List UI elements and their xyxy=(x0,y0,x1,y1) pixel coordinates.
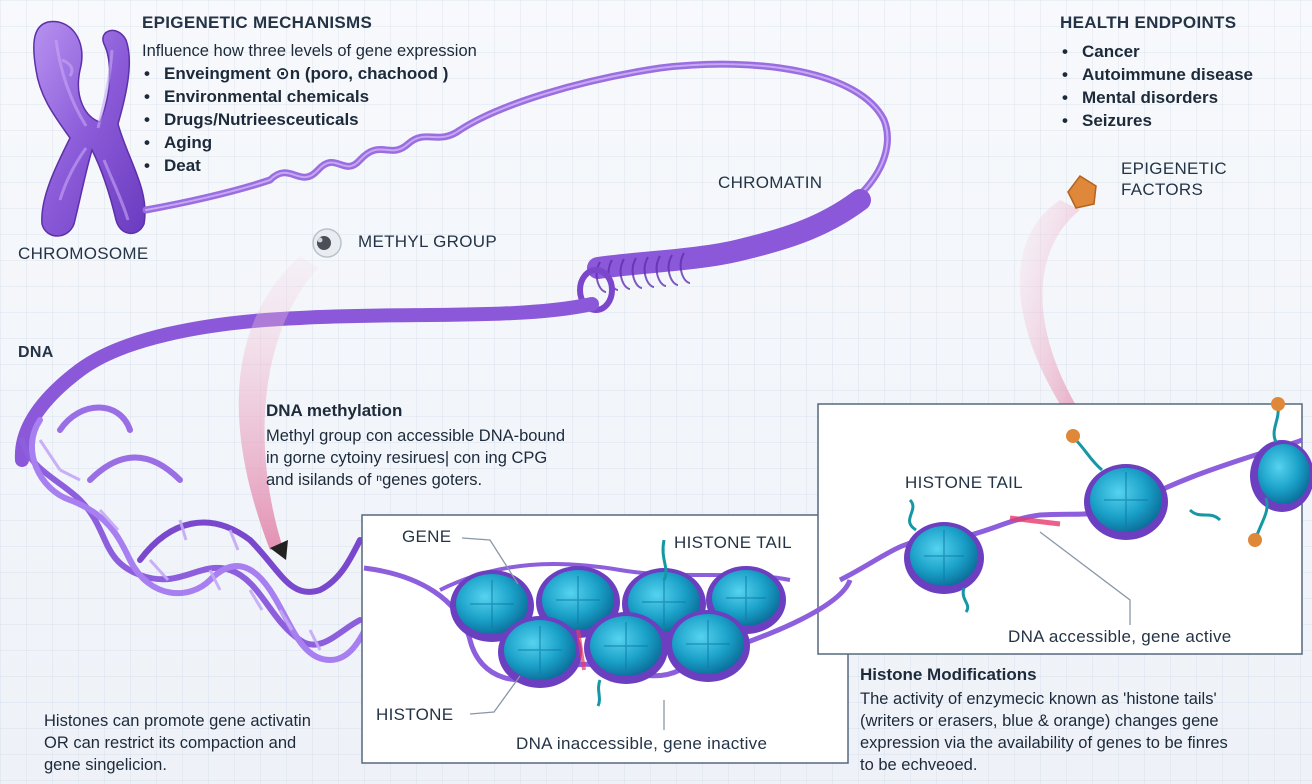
histone-cluster-compact xyxy=(450,539,786,707)
mechanisms-intro: Influence how three levels of gene expre… xyxy=(142,42,477,60)
mechanisms-list: Enveingment ⊙n (poro, chachood ) Environ… xyxy=(142,62,448,177)
list-item: Seizures xyxy=(1060,109,1253,132)
health-list: Cancer Autoimmune disease Mental disorde… xyxy=(1060,40,1253,132)
list-item: Enveingment ⊙n (poro, chachood ) xyxy=(142,62,448,85)
list-item: Mental disorders xyxy=(1060,86,1253,109)
methyl-group-molecule xyxy=(312,228,342,258)
gene-label: GENE xyxy=(402,527,452,546)
histone-label: HISTONE xyxy=(376,705,454,724)
dna-inaccessible-label: DNA inaccessible, gene inactive xyxy=(516,734,768,753)
list-item: Autoimmune disease xyxy=(1060,63,1253,86)
histones-note-line: gene singelicion. xyxy=(44,756,167,774)
histone-mods-line: (writers or erasers, blue & orange) chan… xyxy=(860,712,1219,730)
methylation-line: and isilands of ⁿgenes goters. xyxy=(266,471,483,489)
list-item: Deat xyxy=(142,154,448,177)
histone-mods-title: Histone Modifications xyxy=(860,665,1037,684)
histone-tail-label-right: HISTONE TAIL xyxy=(905,473,1023,492)
dna-accessible-label: DNA accessible, gene active xyxy=(1008,627,1232,646)
dna-label: DNA xyxy=(18,344,54,361)
mechanisms-title: EPIGENETIC MECHANISMS xyxy=(142,13,373,32)
histone-mods-line: to be echveoed. xyxy=(860,756,978,774)
methyl-group-label: METHYL GROUP xyxy=(358,232,497,251)
methylation-line: in gorne cytoiny resirues| con ing CPG xyxy=(266,449,548,467)
histones-note: Histones can promote gene activatin OR c… xyxy=(44,710,311,776)
methylation-line: Methyl group con accessible DNA-bound xyxy=(266,427,565,445)
epigenetic-factors-label-line1: EPIGENETIC xyxy=(1121,159,1227,178)
methylation-text: Methyl group con accessible DNA-bound in… xyxy=(266,425,565,491)
chromosome-label: CHROMOSOME xyxy=(18,244,149,263)
histones-note-line: Histones can promote gene activatin xyxy=(44,712,311,730)
dna-helix xyxy=(19,404,373,664)
list-item: Drugs/Nutrieesceuticals xyxy=(142,108,448,131)
list-item: Aging xyxy=(142,131,448,154)
list-item: Cancer xyxy=(1060,40,1253,63)
histone-mods-line: expression via the availability of genes… xyxy=(860,734,1228,752)
methylation-title: DNA methylation xyxy=(266,401,403,420)
chromosome-shape xyxy=(33,20,146,237)
histone-mods-text: The activity of enzymecic known as 'hist… xyxy=(860,688,1228,776)
health-title: HEALTH ENDPOINTS xyxy=(1060,13,1237,32)
histone-tail-label-left: HISTONE TAIL xyxy=(674,533,792,552)
chromatin-label: CHROMATIN xyxy=(718,173,823,192)
epigenetic-factors-label-line2: FACTORS xyxy=(1121,180,1204,199)
histone-cluster-open xyxy=(904,397,1312,613)
histones-note-line: OR can restrict its compaction and xyxy=(44,734,297,752)
histone-mods-line: The activity of enzymecic known as 'hist… xyxy=(860,690,1217,708)
list-item: Environmental chemicals xyxy=(142,85,448,108)
